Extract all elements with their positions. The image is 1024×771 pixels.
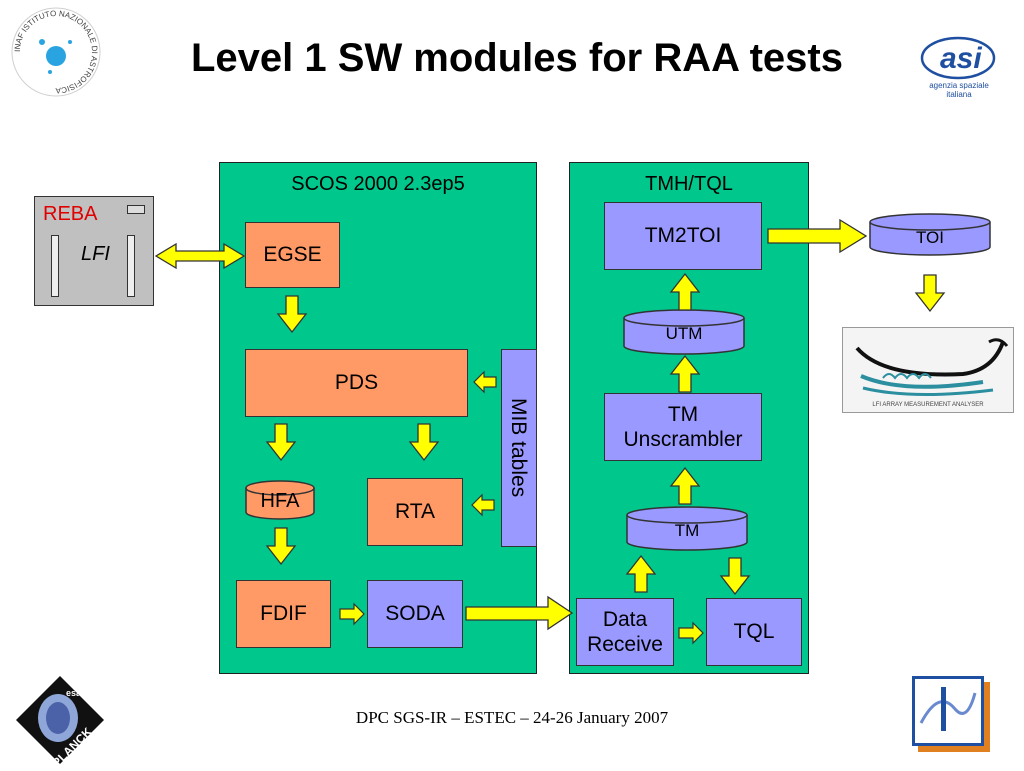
receive-to-tm-arrow [626,555,656,593]
tm-label: TM [674,521,700,540]
pds-box: PDS [245,349,468,417]
egse-box: EGSE [245,222,340,288]
tm-unscrambler-line1: TM [667,402,699,426]
lama-logo-icon [855,338,1009,397]
tm2toi-to-toi-arrow [767,218,868,254]
hfa-label: HFA [260,490,300,512]
inaf-logo-icon: INAF ISTITUTO NAZIONALE DI ASTROFISICA [11,7,101,97]
toi-to-lama-arrow [915,274,945,312]
pds-label: PDS [334,371,379,395]
soda-label: SODA [385,602,445,626]
egse-to-pds-arrow [277,295,307,333]
esa-label: esa [66,688,82,698]
toi-cylinder [869,213,991,256]
lfi-logo-icon [919,687,977,731]
pds-to-hfa-arrow [266,423,296,461]
footer-text: DPC SGS-IR – ESTEC – 24-26 January 2007 [355,708,669,727]
tm-unscrambler-line2: Unscrambler [623,428,743,451]
lfi-slot-left [51,235,59,297]
tm-to-unscrambler-arrow [670,467,700,505]
tql-box: TQL [706,598,802,666]
soda-to-receive-arrow [465,595,574,631]
svg-text:asi: asi [940,42,982,75]
data-receive-line1: Data [602,607,648,631]
lama-logo: LFI ARRAY MEASUREMENT ANALYSER [842,327,1014,413]
tql-label: TQL [733,620,775,644]
toi-label: TOI [915,228,945,247]
hfa-cylinder [245,480,315,520]
data-receive-line2: Receive [587,633,663,656]
tm-unscrambler-box: TM Unscrambler [604,393,762,461]
utm-to-tm2toi-arrow [670,273,700,311]
asi-logo-icon: asi [920,36,996,80]
asi-logo-line1: agenzia spaziale [929,81,989,90]
inaf-logo: INAF ISTITUTO NAZIONALE DI ASTROFISICA [10,6,102,98]
asi-logo-line2: italiana [946,89,972,99]
reba-label: REBA [43,203,98,225]
reba-box: REBA LFI [34,196,154,306]
mib-to-rta-arrow [471,494,495,516]
utm-cylinder [623,309,745,355]
fdif-box: FDIF [236,580,331,648]
lfi-logo [912,676,990,752]
fdif-to-soda-arrow [339,603,365,625]
tm2toi-box: TM2TOI [604,202,762,270]
lfi-label: LFI [81,243,110,265]
connector-icon [127,205,145,214]
tm-to-tql-arrow [720,557,750,595]
rta-box: RTA [367,478,463,546]
hfa-to-fdif-arrow [266,527,296,565]
lama-logo-text: LFI ARRAY MEASUREMENT ANALYSER [872,402,984,408]
tmh-panel-label: TMH/TQL [645,173,733,195]
egse-label: EGSE [263,243,322,267]
mib-to-pds-arrow [473,371,497,393]
fdif-label: FDIF [260,602,307,626]
scos-panel-label: SCOS 2000 2.3ep5 [291,173,465,195]
unscrambler-to-utm-arrow [670,355,700,393]
tm2toi-label: TM2TOI [644,224,722,248]
mib-tables-box: MIB tables [501,349,537,547]
slide-title: Level 1 SW modules for RAA tests [191,36,843,80]
tm-cylinder [626,506,748,551]
planck-logo: esa PLANCK [14,674,106,770]
rta-label: RTA [394,500,436,524]
planck-logo-icon: esa PLANCK [16,676,104,770]
reba-egse-double-arrow [154,242,246,270]
lfi-slot-right [127,235,135,297]
pds-to-rta-arrow [409,423,439,461]
asi-logo: asi agenzia spaziale italiana [918,30,1000,102]
soda-box: SODA [367,580,463,648]
utm-label: UTM [665,324,703,343]
receive-to-tql-arrow [678,622,704,644]
data-receive-box: Data Receive [576,598,674,666]
